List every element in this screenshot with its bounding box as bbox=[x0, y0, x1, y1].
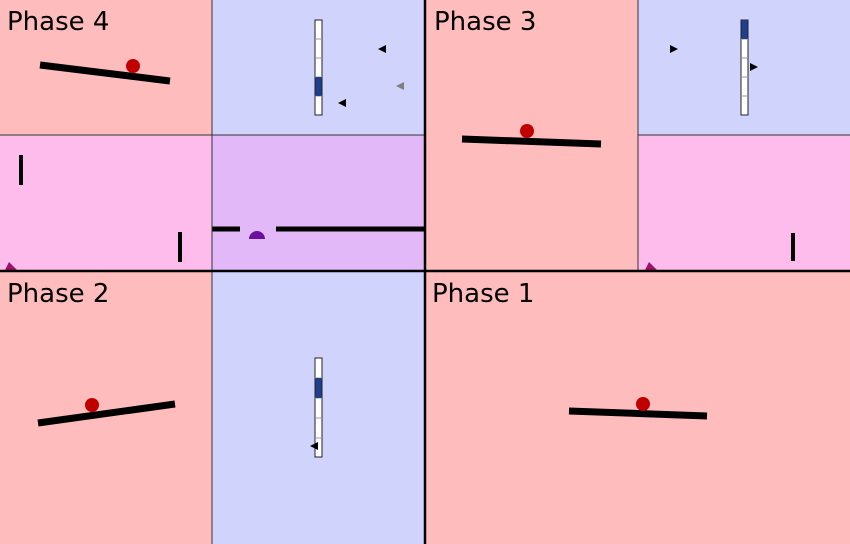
phase4-red-panel bbox=[0, 0, 212, 135]
vertical-meter bbox=[314, 357, 323, 458]
phase4-purple-panel bbox=[212, 135, 425, 270]
phase2-red-panel bbox=[0, 272, 212, 544]
meter-fill bbox=[741, 20, 748, 39]
arrow-left-icon bbox=[396, 82, 404, 90]
phase4-pink-panel bbox=[0, 135, 212, 270]
ball-icon bbox=[126, 59, 140, 73]
arrow-left-icon bbox=[378, 45, 386, 53]
vertical-meter bbox=[740, 19, 749, 116]
semicircle-icon bbox=[249, 231, 265, 239]
arrow-right-icon bbox=[670, 45, 678, 53]
arrow-left-icon bbox=[338, 99, 346, 107]
ball-icon bbox=[636, 397, 650, 411]
phase1-beam bbox=[568, 407, 708, 420]
phase1-block: Phase 1 bbox=[425, 272, 850, 544]
corner-marker-icon bbox=[645, 262, 657, 270]
phase4-label: Phase 4 bbox=[7, 7, 109, 37]
phase3-beam bbox=[461, 135, 602, 148]
meter-fill bbox=[315, 378, 322, 398]
ball-icon bbox=[520, 124, 534, 138]
phase2-label: Phase 2 bbox=[7, 279, 109, 309]
phase3-pink-panel bbox=[638, 135, 850, 270]
phase3-label: Phase 3 bbox=[434, 7, 536, 37]
phase4-beam bbox=[39, 61, 171, 85]
arrow-right-icon bbox=[750, 63, 758, 71]
phase4-block: Phase 4 bbox=[0, 0, 425, 270]
ball-icon bbox=[85, 398, 99, 412]
phase2-beam bbox=[37, 400, 176, 427]
arrow-left-icon bbox=[310, 442, 318, 450]
corner-marker-icon bbox=[5, 262, 17, 270]
vertical-meter bbox=[314, 19, 323, 116]
phase1-label: Phase 1 bbox=[432, 279, 534, 309]
meter-fill bbox=[315, 77, 322, 96]
phase3-block: Phase 3 bbox=[425, 0, 850, 270]
phase2-block: Phase 2 bbox=[0, 272, 425, 544]
